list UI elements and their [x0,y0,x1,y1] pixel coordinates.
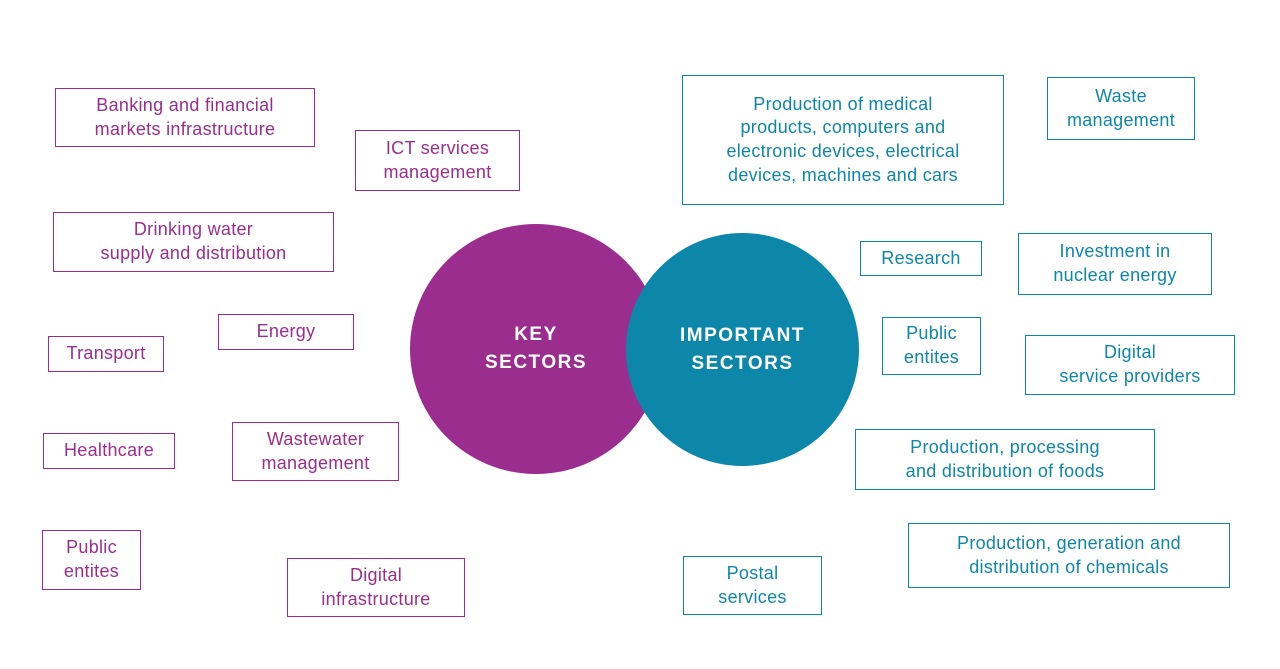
sector-box-banking-financial: Banking and financial markets infrastruc… [55,88,315,147]
sector-box-energy: Energy [218,314,354,350]
sector-box-ict-services: ICT services management [355,130,520,191]
sector-box-wastewater: Wastewater management [232,422,399,481]
key-sectors-circle-label: KEY SECTORS [484,324,587,373]
sector-box-digital-infrastructure: Digital infrastructure [287,558,465,617]
sector-box-transport: Transport [48,336,164,372]
important-sectors-circle: IMPORTANT SECTORS [626,233,859,466]
sector-box-public-entites-important: Public entites [882,317,981,375]
sector-box-healthcare: Healthcare [43,433,175,469]
sector-box-medical-production: Production of medical products, computer… [682,75,1004,205]
sector-box-postal-services: Postal services [683,556,822,615]
important-sectors-circle-label: IMPORTANT SECTORS [679,324,806,374]
sector-box-food-production: Production, processing and distribution … [855,429,1155,490]
sector-box-waste-management: Waste management [1047,77,1195,140]
sector-box-research: Research [860,241,982,276]
sector-box-chemicals-production: Production, generation and distribution … [908,523,1230,588]
sector-box-drinking-water: Drinking water supply and distribution [53,212,334,272]
key-sectors-circle: KEY SECTORS [410,224,662,474]
sector-box-nuclear-investment: Investment in nuclear energy [1018,233,1212,295]
sector-box-digital-service-providers: Digital service providers [1025,335,1235,395]
sector-box-public-entites-key: Public entites [42,530,141,590]
